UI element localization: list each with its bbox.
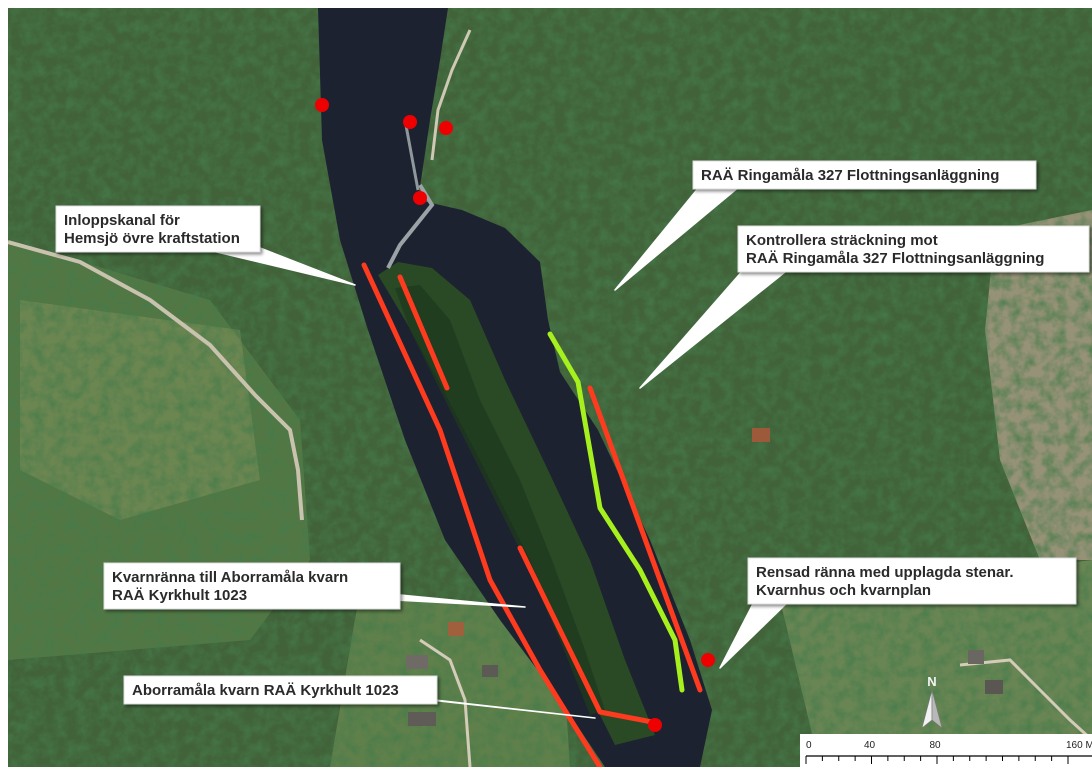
road-west [8, 240, 304, 521]
label-raa-ringamala-327-box [692, 160, 1037, 190]
scale-bar-label: 160 Meters [1066, 740, 1092, 751]
site-point-marker [701, 653, 715, 667]
label-check-route-text: Kontrollera sträckning mot [746, 232, 938, 249]
label-inlet-canal-text: Hemsjö övre kraftstation [64, 230, 240, 247]
cleared-channel-line [587, 385, 703, 693]
north-arrow-right-half [931, 689, 943, 729]
weir-structure [403, 119, 420, 191]
site-point-marker [648, 718, 662, 732]
house-roof [406, 655, 428, 669]
road-southeast [959, 658, 1092, 742]
scale-bar-background [800, 734, 1092, 767]
label-inlet-canal-box [55, 205, 261, 253]
scale-bar: 0 40 80 160 Meters [800, 734, 1092, 767]
label-check-route-box [737, 225, 1090, 273]
site-point-marker [413, 191, 427, 205]
label-mill-race-text: RAÄ Kyrkhult 1023 [112, 587, 247, 604]
house-roof [985, 680, 1003, 694]
road-south [419, 638, 472, 767]
site-point-marker [439, 121, 453, 135]
house-roof [408, 712, 436, 726]
island-dense-forest [395, 285, 605, 715]
house-roof [482, 665, 498, 677]
north-arrow: N [921, 674, 943, 729]
label-cleared-channel-box [747, 557, 1077, 605]
label-cleared-channel-text: Kvarnhus och kvarnplan [756, 582, 931, 599]
site-point-marker [315, 98, 329, 112]
mill-race-line [517, 545, 655, 725]
label-cleared-channel: Rensad ränna med upplagda stenar.Kvarnhu… [747, 557, 1077, 605]
house-roof [968, 650, 984, 664]
label-check-route-text: RAÄ Ringamåla 327 Flottningsanläggning [746, 250, 1044, 267]
scale-bar-label: 40 [864, 740, 876, 751]
route-to-verify-line [547, 331, 685, 693]
scale-bar-label: 0 [806, 740, 812, 751]
track-north [430, 29, 472, 161]
inlet-canal-inner-line [397, 274, 450, 391]
house-roof [752, 428, 770, 442]
label-mill-race-box [103, 562, 401, 610]
scale-bar-label: 80 [929, 740, 941, 751]
north-arrow-label: N [927, 674, 936, 689]
house-roof [448, 622, 464, 636]
label-mill: Aborramåla kvarn RAÄ Kyrkhult 1023 [123, 675, 438, 705]
label-cleared-channel-text: Rensad ränna med upplagda stenar. [756, 564, 1014, 581]
label-inlet-canal-text: Inloppskanal för [64, 212, 180, 229]
label-mill-text: Aborramåla kvarn RAÄ Kyrkhult 1023 [132, 682, 399, 699]
label-mill-box [123, 675, 438, 705]
label-raa-ringamala-327: RAÄ Ringamåla 327 Flottningsanläggning [692, 160, 1037, 190]
site-point-marker [403, 115, 417, 129]
label-mill-race-text: Kvarnränna till Aborramåla kvarn [112, 569, 348, 586]
inlet-canal-line [361, 262, 603, 767]
label-raa-ringamala-327-text: RAÄ Ringamåla 327 Flottningsanläggning [701, 167, 999, 184]
